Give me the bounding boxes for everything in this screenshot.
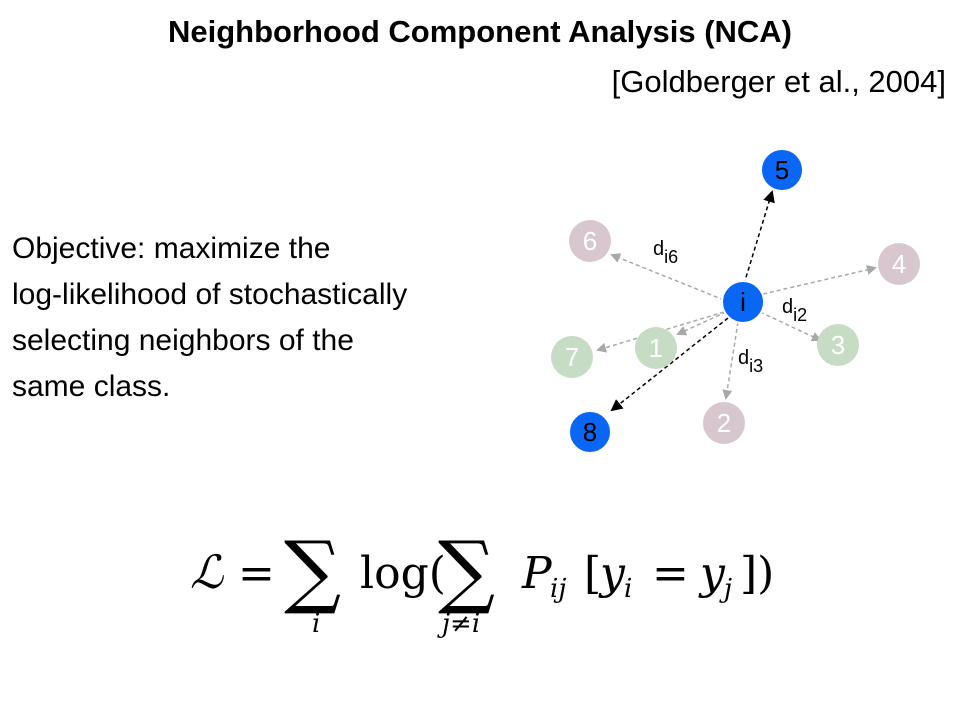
svg-text:5: 5 [775,155,789,185]
distance-label-i2: di2 [782,296,807,325]
formula-y-j: y [698,548,726,599]
formula-prob: P [521,548,553,599]
citation: [Goldberger et al., 2004] [611,64,946,99]
arrow-i-6 [610,253,725,301]
svg-text:8: 8 [583,417,597,447]
nca-objective-formula: ℒ = ∑ i log( ∑ j≠i P ij [ y i = y j ]) [190,524,774,639]
arrow-i-8 [610,317,729,412]
formula-log-open: log( [360,548,446,599]
formula-inner-index: j≠i [437,609,480,639]
formula-bracket-open: [ [584,548,601,599]
formula-outer-sum: ∑ [284,524,341,617]
svg-text:7: 7 [565,342,579,372]
arrow-i-2 [722,321,739,400]
formula-bracket-close: ]) [740,548,774,599]
node-2: 2 [703,402,745,444]
node-7: 7 [551,336,593,378]
formula-equals: = [238,548,275,599]
node-8: 8 [568,410,612,454]
node-5: 5 [760,148,804,192]
objective-text: Objective: maximize the log-likelihood o… [12,226,552,410]
formula-outer-index: i [312,609,320,639]
objective-line: log-likelihood of stochastically [12,278,408,311]
node-3: 3 [817,324,859,366]
slide-title: Neighborhood Component Analysis (NCA) [168,14,792,49]
distance-label-i3: di3 [738,347,763,376]
node-6: 6 [569,220,611,262]
formula-prob-sub: ij [550,574,566,604]
svg-text:6: 6 [583,226,597,256]
distance-label-i6: di6 [653,238,678,267]
arrow-i-5 [743,190,775,285]
formula-lhs: ℒ [190,545,224,599]
formula-equals-inner: = [652,548,689,599]
node-i: i [721,280,765,324]
objective-line: selecting neighbors of the [12,324,354,357]
svg-text:i: i [740,287,746,317]
svg-text:1: 1 [649,333,663,363]
formula-inner-sum: ∑ [438,524,495,617]
formula-y-sub-i: i [624,574,632,604]
svg-text:3: 3 [831,330,845,360]
node-4: 4 [878,243,920,285]
arrow-i-1 [676,311,727,336]
svg-text:4: 4 [892,249,906,279]
objective-line: same class. [12,370,171,403]
svg-text:2: 2 [717,408,731,438]
node-1: 1 [635,327,677,369]
formula-y-i: y [598,548,626,599]
arrow-i-4 [762,264,877,295]
objective-line: Objective: maximize the [12,232,331,265]
nca-neighbor-diagram: di6 di2 di3 5 6 4 1 3 7 8 2 i [551,148,920,454]
